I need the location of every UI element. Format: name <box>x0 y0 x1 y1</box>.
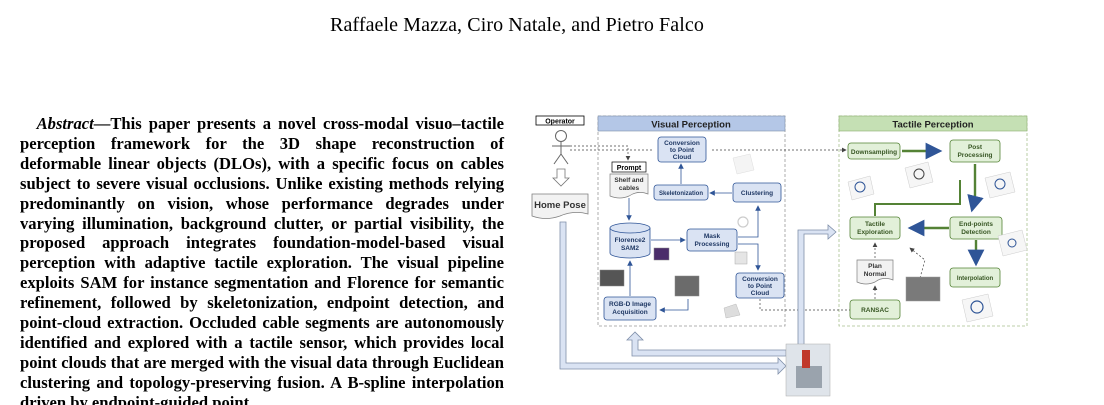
visual-panel <box>597 115 786 327</box>
svg-text:Florence2: Florence2 <box>615 237 646 244</box>
svg-text:Clustering: Clustering <box>741 190 773 197</box>
interp-thumbnail <box>961 293 994 323</box>
cluster-image-thumbnail <box>737 216 749 228</box>
tactile-loop-arrow <box>874 180 961 216</box>
image-to-tactile-link <box>909 247 926 279</box>
conversion-to-ransac-link <box>759 299 863 311</box>
svg-text:Post: Post <box>968 144 983 151</box>
prompt-label-box <box>611 161 647 173</box>
post-processing-node: Post Processing <box>949 139 1001 163</box>
visual-title: Visual Perception <box>651 120 731 131</box>
prompt-node: Shelf and cables <box>609 173 649 199</box>
pipeline-figure: Operator Home Pose Visual Perception Tac… <box>530 110 1040 405</box>
visual-header <box>597 115 786 132</box>
svg-text:Conversion: Conversion <box>664 140 700 147</box>
operator-icon <box>552 130 570 165</box>
svg-text:Tactile: Tactile <box>865 221 885 228</box>
home-to-robot-arrow <box>559 221 787 375</box>
cloud-top-thumbnail <box>732 153 755 175</box>
mask-to-clustering-arrow <box>738 205 761 238</box>
post-curve <box>913 168 925 180</box>
svg-text:RANSAC: RANSAC <box>861 307 889 314</box>
interpolation-node: Interpolation <box>949 267 1001 288</box>
home-pose-node: Home Pose <box>531 193 589 219</box>
operator-label: Operator <box>545 119 575 126</box>
robot-to-rgbd-arrow <box>626 331 787 357</box>
endpoint-thumbnail <box>984 171 1016 199</box>
conversion-bottom-node: Conversion to Point Cloud <box>735 272 785 299</box>
robot-photo <box>785 343 831 397</box>
abstract-dash: — <box>93 114 111 133</box>
svg-text:Cloud: Cloud <box>751 290 769 297</box>
svg-text:SAM2: SAM2 <box>621 245 639 252</box>
svg-text:cables: cables <box>619 185 640 192</box>
abstract-body: This paper presents a novel cross-modal … <box>20 114 504 405</box>
hollow-arrow-down <box>552 168 570 187</box>
robot-to-tactile-arrow <box>797 224 837 349</box>
skeletonization-node: Skeletonization <box>653 184 709 201</box>
svg-text:Skeletonization: Skeletonization <box>659 191 703 197</box>
svg-text:Cloud: Cloud <box>673 154 691 161</box>
rgbd-image-thumbnail <box>674 275 700 297</box>
svg-text:Downsampling: Downsampling <box>851 149 897 156</box>
pipeline-diagram: Operator Home Pose Visual Perception Tac… <box>531 115 1028 397</box>
clustering-node: Clustering <box>732 182 782 203</box>
mask-processing-node: Mask Processing <box>686 228 738 252</box>
mask-to-conversion-arrow <box>738 243 761 271</box>
endpoints-detection-node: End-points Detection <box>949 216 1003 240</box>
svg-text:Exploration: Exploration <box>857 229 893 236</box>
tactile-title: Tactile Perception <box>892 120 973 131</box>
tactile-photo-thumbnail <box>905 276 941 302</box>
downsampling-node: Downsampling <box>847 142 901 160</box>
svg-text:Shelf and: Shelf and <box>614 177 643 184</box>
svg-text:Processing: Processing <box>957 152 992 159</box>
camera-image-thumbnail <box>599 269 625 287</box>
operator-label-box <box>535 115 585 126</box>
svg-text:Detection: Detection <box>961 229 991 236</box>
svg-text:Plan: Plan <box>868 263 882 270</box>
interp-curve <box>970 300 984 314</box>
endpoint-curve <box>994 178 1006 190</box>
rgbd-acquisition-node: RGB-D Image Acquisition <box>603 296 657 321</box>
downsample-curve <box>854 181 866 193</box>
florence-sam-node: Florence2 SAM2 <box>609 222 651 259</box>
operator-to-prompt-link <box>570 145 631 161</box>
post-thumbnail <box>904 161 934 189</box>
tactile-header <box>838 115 1028 132</box>
svg-text:Normal: Normal <box>864 271 887 278</box>
detect-thumbnail <box>997 229 1028 257</box>
svg-text:Processing: Processing <box>694 241 729 248</box>
downsample-thumbnail <box>847 175 875 201</box>
cloud-image-thumbnail <box>723 303 741 319</box>
image-to-rgbd-arrow <box>659 299 689 313</box>
tactile-exploration-node: Tactile Exploration <box>849 216 901 240</box>
svg-text:Acquisition: Acquisition <box>612 309 647 316</box>
conversion-top-node: Conversion to Point Cloud <box>657 136 707 163</box>
svg-text:End-points: End-points <box>959 221 993 228</box>
svg-text:Interpolation: Interpolation <box>957 276 994 282</box>
svg-text:Conversion: Conversion <box>742 276 778 283</box>
mask-image-thumbnail <box>653 247 670 261</box>
skeleton-image-thumbnail <box>734 251 748 265</box>
svg-text:to Point: to Point <box>670 147 695 154</box>
abstract-lead: Abstract <box>36 114 94 133</box>
paper-authors: Raffaele Mazza, Ciro Natale, and Pietro … <box>330 14 704 36</box>
svg-text:Home Pose: Home Pose <box>534 200 586 211</box>
ransac-node: RANSAC <box>849 299 901 320</box>
tactile-panel <box>838 115 1028 327</box>
svg-text:Mask: Mask <box>704 233 721 240</box>
abstract-paragraph: Abstract—This paper presents a novel cro… <box>20 114 504 405</box>
post-to-endpoints-arrow <box>967 164 984 213</box>
svg-text:RGB-D Image: RGB-D Image <box>609 301 651 308</box>
svg-text:to Point: to Point <box>748 283 773 290</box>
plan-normal-node: Plan Normal <box>856 259 894 285</box>
detect-curve <box>1007 238 1017 248</box>
prompt-label: Prompt <box>617 165 642 172</box>
